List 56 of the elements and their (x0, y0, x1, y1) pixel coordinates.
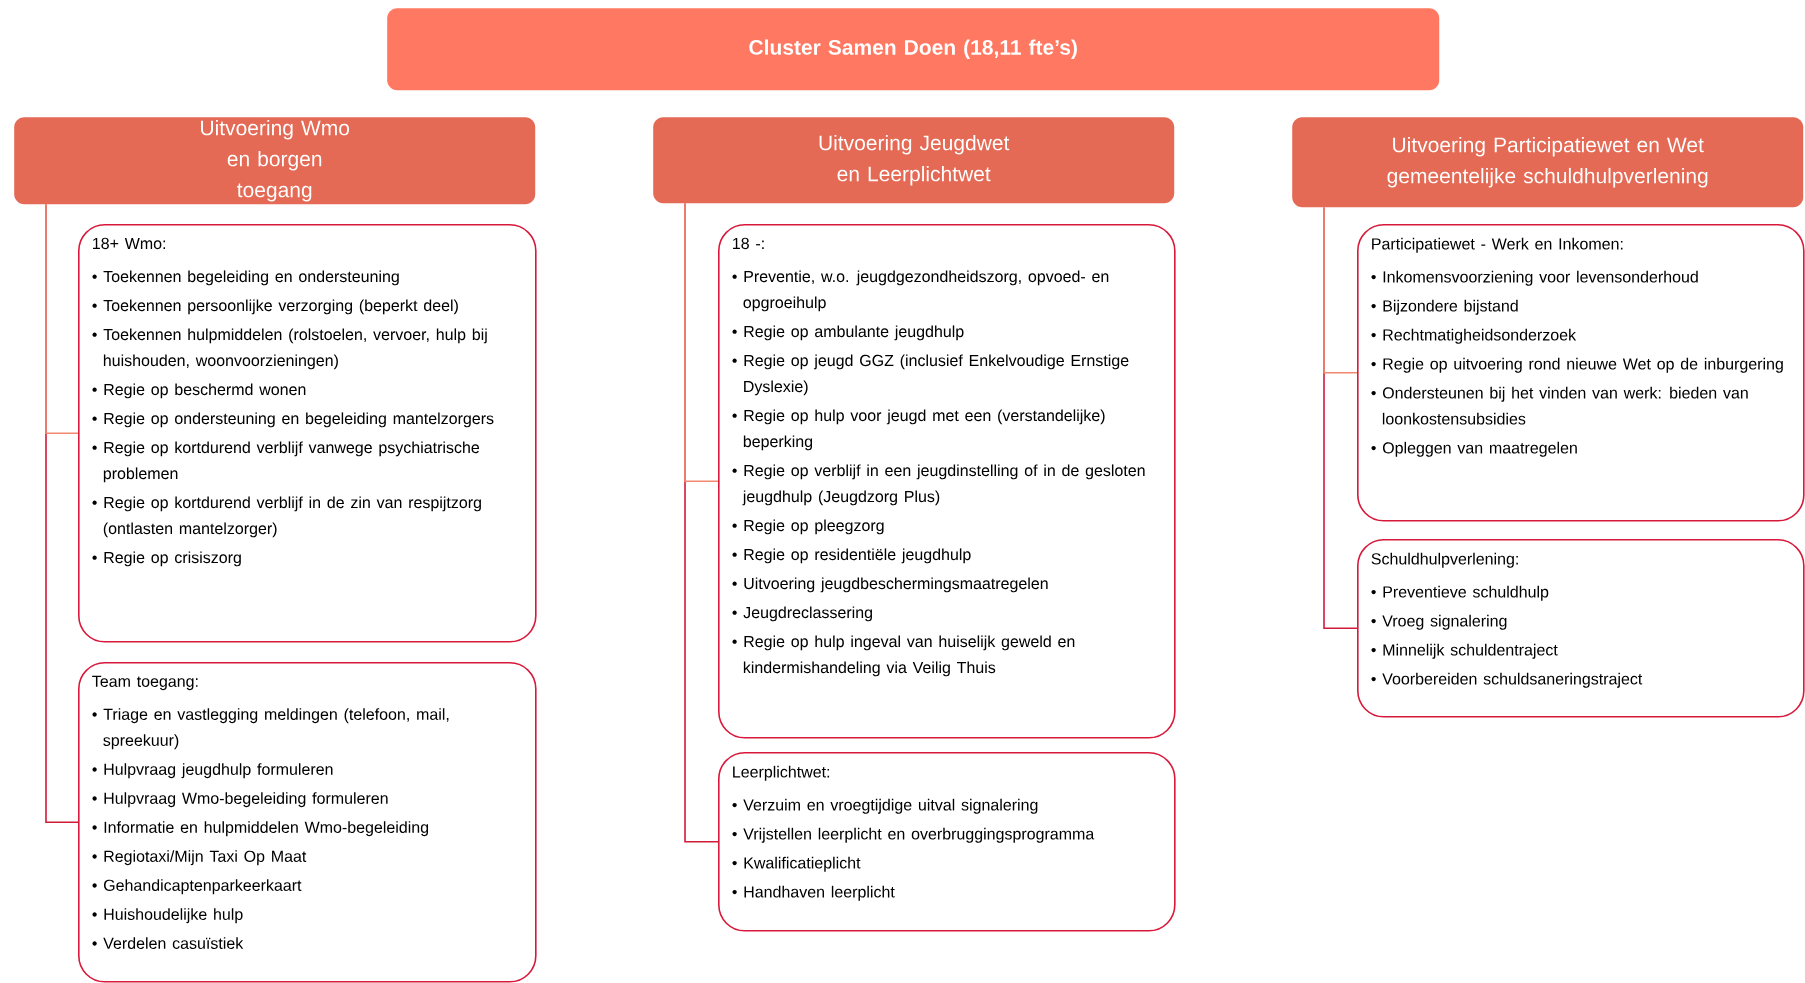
bullet-item: • Preventie, w.o. jeugdgezondheidszorg, opvoed- en opgroeihulp (732, 270, 1109, 312)
bullet-item: • Regie op beschermd wonen (92, 383, 306, 399)
list-heading: 18 -: (733, 237, 764, 250)
bullet-item: • Regie op hulp ingeval van huiselijk geweld en kindermishandeling via Veilig Thuis (732, 635, 1075, 677)
bullet-item: • Regie op ambulante jeugdhulp (732, 325, 964, 341)
header-box: Uitvoering Wmo en borgen toegang (14, 117, 536, 205)
bullet-item: • Triage en vastlegging meldingen (telefoon, mail, spreekuur) (92, 708, 449, 750)
list-box (718, 224, 1176, 739)
list-heading: Schuldhulpverlening: (1371, 552, 1518, 568)
bullet-item: • Regie op crisiszorg (92, 551, 241, 567)
bullet-item: • Hulpvraag jeugdhulp formuleren (92, 763, 333, 779)
bullet-item: • Toekennen persoonlijke verzorging (beperkt deel) (92, 299, 458, 315)
bullet-item: • Inkomensvoorziening voor levensonderhoud (1371, 270, 1698, 286)
bullet-item: • Opleggen van maatregelen (1371, 441, 1577, 457)
bullet-item: • Regie op uitvoering rond nieuwe Wet op de inburgering (1371, 357, 1783, 373)
list-heading: Team toegang: (92, 675, 198, 691)
header-box: Uitvoering Participatiewet en Wet gemeentelijke schuldhulpverlening (1292, 117, 1804, 208)
bullet-item: • Verdelen casuïstiek (92, 937, 244, 949)
list-heading: 18+ Wmo: (93, 237, 166, 250)
bullet-item: • Regie op kortdurend verblijf vanwege psychiatrische problemen (92, 441, 480, 483)
bullet-item: • Minnelijk schuldentraject (1371, 643, 1558, 659)
list-box (1357, 539, 1805, 718)
bullet-item: • Verzuim en vroegtijdige uitval signalering (732, 798, 1038, 814)
bullet-item: • Rechtmatigheidsonderzoek (1371, 328, 1577, 344)
bullet-item: • Kwalificatieplicht (732, 856, 861, 872)
bullet-item: • Regie op residentiële jeugdhulp (732, 548, 971, 564)
bullet-item: • Regie op kortdurend verblijf in de zin van respijtzorg (ontlasten mantelzorger) (92, 496, 481, 538)
bullet-item: • Ondersteunen bij het vinden van werk: bieden van loonkostensubsidies (1371, 386, 1748, 425)
list-heading: Leerplichtwet: (733, 765, 830, 781)
bullet-item: • Handhaven leerplicht (732, 885, 895, 901)
bullet-item: • Toekennen hulpmiddelen (rolstoelen, vervoer, hulp bij huishouden, woonvoorzieningen) (92, 328, 487, 370)
bullet-item: • Vrijstellen leerplicht en overbruggingsprogramma (732, 827, 1095, 843)
bullet-item: • Voorbereiden schuldsaneringstraject (1371, 672, 1643, 688)
title-box: Cluster Samen Doen (18,11 fte’s) (387, 8, 1440, 91)
bullet-item: • Jeugdreclassering (732, 606, 872, 622)
bullet-item: • Bijzondere bijstand (1371, 299, 1518, 315)
header-box: Uitvoering Jeugdwet en Leerplichtwet (653, 117, 1175, 204)
list-box (78, 662, 537, 983)
bullet-item: • Hulpvraag Wmo-begeleiding formuleren (92, 792, 388, 808)
bullet-item: • Preventieve schuldhulp (1371, 585, 1549, 601)
bullet-item: • Informatie en hulpmiddelen Wmo-begeleiding (92, 821, 429, 837)
list-box (78, 224, 537, 643)
bullet-item: • Toekennen begeleiding en ondersteuning (92, 270, 399, 286)
bullet-item: • Vroeg signalering (1371, 614, 1507, 630)
bullet-item: • Gehandicaptenparkeerkaart (92, 879, 302, 895)
bullet-item: • Uitvoering jeugdbeschermingsmaatregelen (732, 577, 1048, 593)
bullet-item: • Regie op pleegzorg (732, 519, 884, 535)
bullet-item: • Regie op ondersteuning en begeleiding mantelzorgers (92, 412, 494, 428)
bullet-item: • Regiotaxi/Mijn Taxi Op Maat (92, 850, 307, 866)
bullet-item: • Regie op verblijf in een jeugdinstelling of in de gesloten jeugdhulp (Jeugdzorg Plus) (732, 464, 1145, 506)
list-box (1357, 224, 1805, 522)
bullet-item: • Regie op hulp voor jeugd met een (verstandelijke) beperking (732, 409, 1105, 451)
list-heading: Participatiewet - Werk en Inkomen: (1372, 237, 1623, 253)
bullet-item: • Regie op jeugd GGZ (inclusief Enkelvoudige Ernstige Dyslexie) (732, 354, 1129, 396)
list-box (718, 752, 1176, 932)
bullet-item: • Huishoudelijke hulp (92, 908, 243, 924)
